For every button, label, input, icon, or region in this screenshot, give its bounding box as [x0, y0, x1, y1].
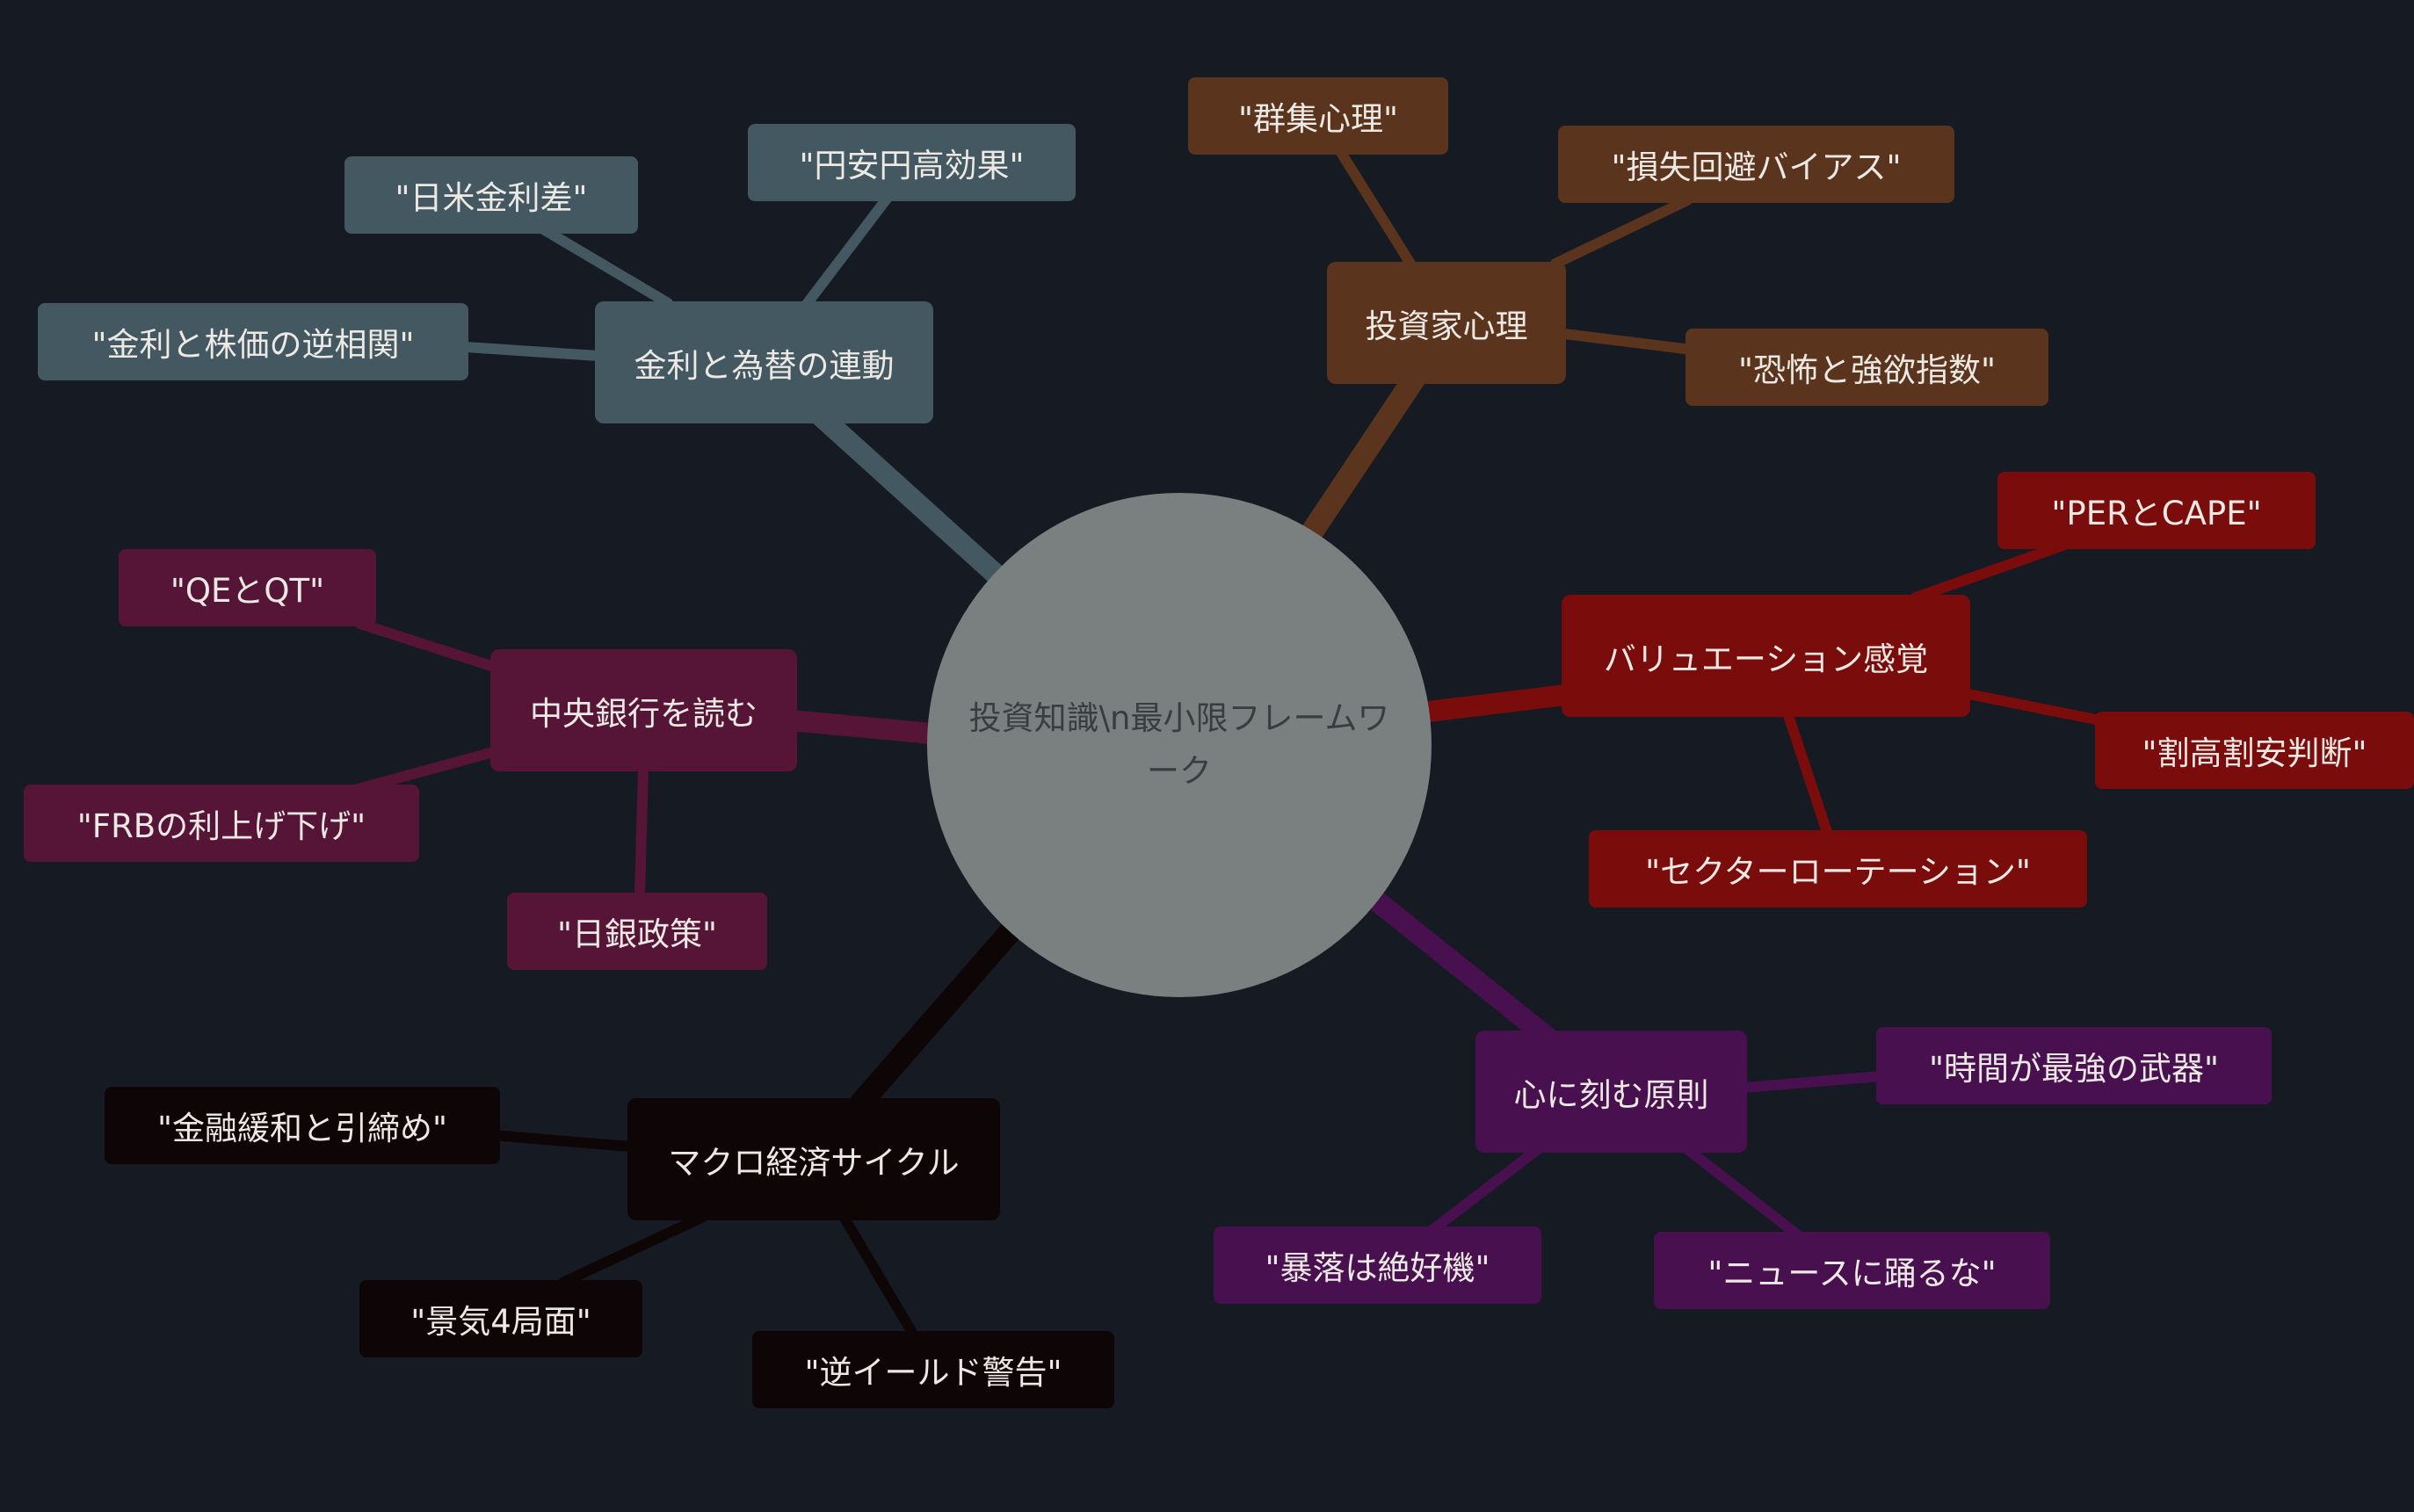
leaf-label: "逆イールド警告"	[804, 1354, 1062, 1392]
edge-principles-time	[1739, 1071, 1886, 1093]
leaf-label: "金融緩和と引締め"	[156, 1110, 448, 1147]
edge-macro-four-phases	[557, 1212, 708, 1288]
edge-valuation-per-cape	[1910, 539, 2070, 603]
root-node[interactable]: 投資知識\n最小限フレームワーク	[927, 493, 1432, 997]
leaf-sector-rotation[interactable]: "セクターローテーション"	[1589, 830, 2087, 908]
edge-rates-rate-differential	[540, 225, 673, 308]
leaf-four-phases[interactable]: "景気4局面"	[359, 1280, 642, 1357]
edge-macro-easing	[487, 1130, 635, 1152]
branch-label: 金利と為替の連動	[634, 346, 895, 385]
leaf-label: "日米金利差"	[395, 179, 588, 217]
branch-valuation[interactable]: バリュエーション感覚	[1562, 595, 1970, 717]
edge-valuation-sector-rotation	[1783, 710, 1833, 840]
leaf-boj-policy[interactable]: "日銀政策"	[507, 893, 767, 970]
leaf-label: "損失回避バイアス"	[1611, 148, 1902, 186]
leaf-label: "円安円高効果"	[799, 147, 1025, 184]
edge-psych-herd	[1335, 146, 1416, 269]
leaf-herd-psychology[interactable]: "群集心理"	[1188, 77, 1448, 155]
branch-macro-cycle[interactable]: マクロ経済サイクル	[627, 1098, 1000, 1220]
edge-cb-boj	[634, 763, 649, 901]
edge-cb-frb	[346, 746, 502, 796]
leaf-label: "金利と株価の逆相関"	[91, 326, 415, 364]
branch-central-bank[interactable]: 中央銀行を読む	[490, 649, 797, 771]
leaf-label: "セクターローテーション"	[1645, 853, 2031, 891]
leaf-rate-stock-inverse[interactable]: "金利と株価の逆相関"	[38, 303, 468, 380]
leaf-qe-qt[interactable]: "QEとQT"	[119, 549, 376, 626]
leaf-label: "ニュースに踊るな"	[1707, 1255, 1997, 1292]
edge-root-investor-psychology	[1298, 366, 1426, 547]
edge-rates-stock-inverse	[460, 342, 603, 361]
leaf-label: "景気4局面"	[410, 1303, 591, 1341]
leaf-over-under-valued[interactable]: "割高割安判断"	[2095, 712, 2414, 789]
leaf-label: "時間が最強の武器"	[1928, 1050, 2220, 1088]
leaf-yen-effect[interactable]: "円安円高効果"	[748, 124, 1076, 201]
branch-label: 心に刻む原則	[1513, 1075, 1709, 1114]
leaf-frb-rates[interactable]: "FRBの利上げ下げ"	[24, 785, 419, 862]
edge-root-rates-fx	[807, 402, 1012, 590]
branch-investor-psychology[interactable]: 投資家心理	[1327, 262, 1566, 384]
branch-principles[interactable]: 心に刻む原則	[1475, 1031, 1747, 1153]
edge-principles-crash	[1427, 1144, 1543, 1235]
branch-label: マクロ経済サイクル	[668, 1143, 960, 1182]
edge-cb-qe-qt	[355, 619, 502, 673]
edge-root-valuation	[1417, 684, 1584, 722]
leaf-label: "日銀政策"	[556, 915, 718, 953]
leaf-label: "恐怖と強欲指数"	[1737, 351, 1997, 389]
leaf-easing-tightening[interactable]: "金融緩和と引締め"	[105, 1087, 500, 1164]
leaf-fear-greed[interactable]: "恐怖と強欲指数"	[1685, 329, 2048, 406]
edge-valuation-over-under	[1963, 689, 2106, 726]
leaf-label: "QEとQT"	[170, 572, 325, 610]
branch-label: 中央銀行を読む	[530, 694, 758, 733]
leaf-per-cape[interactable]: "PERとCAPE"	[1997, 472, 2316, 549]
leaf-crash-opportunity[interactable]: "暴落は絶好機"	[1214, 1226, 1541, 1304]
edge-root-principles	[1360, 886, 1557, 1047]
leaf-label: "暴落は絶好機"	[1265, 1249, 1490, 1287]
leaf-label: "FRBの利上げ下げ"	[76, 807, 366, 845]
edge-root-central-bank	[780, 710, 942, 744]
leaf-time-weapon[interactable]: "時間が最強の武器"	[1876, 1027, 2272, 1104]
edge-principles-news	[1682, 1144, 1802, 1240]
leaf-rate-differential[interactable]: "日米金利差"	[344, 156, 638, 234]
leaf-loss-aversion[interactable]: "損失回避バイアス"	[1558, 126, 1954, 203]
leaf-inverted-yield[interactable]: "逆イールド警告"	[752, 1331, 1114, 1408]
edge-macro-inverted-yield	[838, 1212, 919, 1341]
edge-psych-loss-aversion	[1550, 195, 1693, 269]
edge-psych-fear-greed	[1559, 329, 1697, 355]
leaf-label: "割高割安判断"	[2142, 734, 2367, 772]
branch-label: バリュエーション感覚	[1603, 640, 1929, 678]
edge-rates-yen-effect	[799, 192, 893, 313]
branch-label: 投資家心理	[1365, 307, 1528, 345]
edge-root-macro-cycle	[850, 920, 1022, 1114]
root-label: 投資知識\n最小限フレームワーク	[968, 699, 1390, 790]
leaf-ignore-news[interactable]: "ニュースに踊るな"	[1654, 1232, 2050, 1309]
leaf-label: "群集心理"	[1237, 100, 1399, 138]
branch-rates-fx[interactable]: 金利と為替の連動	[595, 301, 933, 423]
leaf-label: "PERとCAPE"	[2051, 495, 2262, 532]
